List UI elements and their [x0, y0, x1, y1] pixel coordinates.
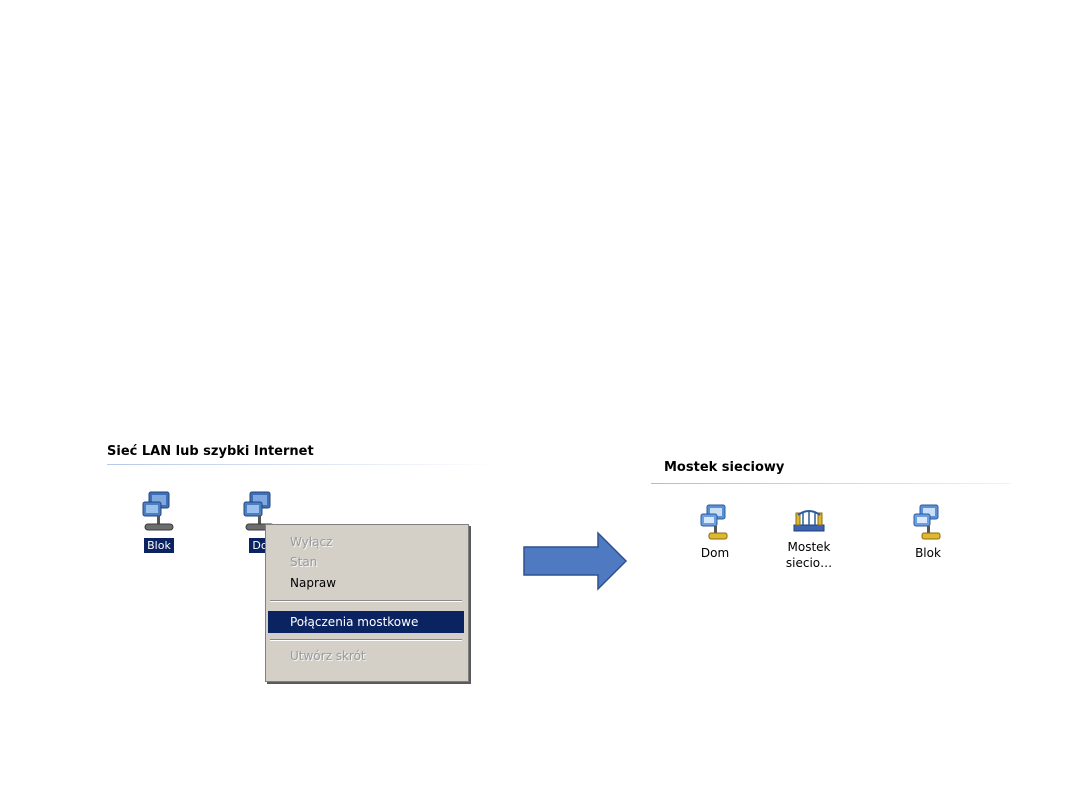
network-connection-icon: [700, 504, 728, 540]
item-label-line2: siecio…: [785, 556, 833, 570]
item-label: Dom: [700, 546, 730, 560]
group-title: Sieć LAN lub szybki Internet: [107, 444, 314, 459]
network-bridge-panel: Mostek sieciowy Dom Mostek siecio…: [651, 455, 1016, 605]
item-label: Blok: [915, 546, 941, 560]
connection-blok[interactable]: Blok: [129, 490, 189, 553]
right-arrow-icon: [523, 531, 628, 591]
menu-separator: [270, 600, 462, 602]
menu-item-wylacz[interactable]: Wyłącz: [290, 535, 333, 549]
context-menu: Wyłącz Stan Napraw Połączenia mostkowe U…: [265, 524, 469, 682]
menu-item-utworz-skrot[interactable]: Utwórz skrót: [290, 649, 366, 663]
menu-item-polaczenia-mostkowe[interactable]: Połączenia mostkowe: [268, 611, 464, 633]
group-title: Mostek sieciowy: [664, 460, 785, 475]
network-connection-icon: [142, 491, 174, 531]
menu-item-napraw[interactable]: Napraw: [290, 576, 337, 590]
network-bridge[interactable]: Mostek siecio…: [769, 505, 849, 571]
menu-item-stan[interactable]: Stan: [290, 555, 318, 569]
network-connection-icon: [913, 504, 941, 540]
group-divider: [651, 483, 1011, 484]
menu-separator: [270, 639, 462, 641]
bridge-member-blok[interactable]: Blok: [888, 503, 968, 561]
network-bridge-icon: [793, 510, 825, 532]
lan-connections-panel: Sieć LAN lub szybki Internet Blok Do Wył…: [107, 440, 507, 682]
bridge-member-dom[interactable]: Dom: [675, 503, 755, 561]
group-divider: [107, 464, 502, 465]
network-connection-icon: [243, 491, 275, 531]
connection-label: Blok: [144, 538, 174, 553]
item-label-line1: Mostek: [787, 540, 831, 554]
